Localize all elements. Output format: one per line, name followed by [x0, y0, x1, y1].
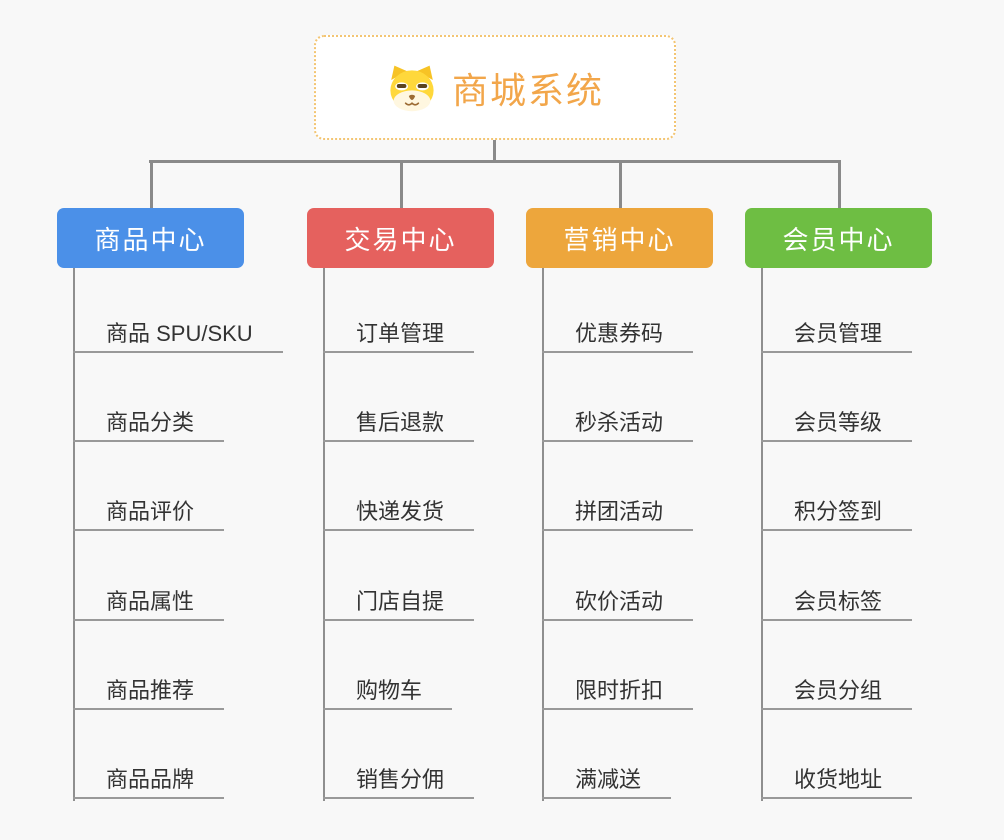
branch-label: 营销中心 — [563, 224, 676, 255]
connector-branch-stub — [150, 160, 153, 208]
mindmap-item[interactable]: 秒杀活动 — [542, 409, 694, 442]
mindmap-item[interactable]: 销售分佣 — [323, 766, 475, 799]
mindmap-item[interactable]: 优惠券码 — [542, 320, 694, 353]
mindmap-item[interactable]: 商品评价 — [73, 498, 225, 531]
branch-box[interactable]: 会员中心 — [745, 208, 932, 268]
mindmap-item[interactable]: 商品分类 — [73, 409, 225, 442]
mindmap-item[interactable]: 积分签到 — [761, 498, 913, 531]
mindmap-item[interactable]: 门店自提 — [323, 588, 475, 621]
mindmap-item[interactable]: 订单管理 — [323, 320, 475, 353]
mindmap-item[interactable]: 满减送 — [542, 766, 672, 799]
mindmap-item[interactable]: 商品属性 — [73, 588, 225, 621]
branch-items-line — [73, 268, 75, 801]
branch-items-line — [542, 268, 544, 801]
connector-branch-stub — [838, 160, 841, 208]
mindmap-item[interactable]: 收货地址 — [761, 766, 913, 799]
mindmap-item[interactable]: 商品推荐 — [73, 677, 225, 710]
branch-box[interactable]: 交易中心 — [307, 208, 494, 268]
mindmap-item[interactable]: 售后退款 — [323, 409, 475, 442]
mindmap-item[interactable]: 会员管理 — [761, 320, 913, 353]
connector-branch-stub — [400, 160, 403, 208]
mindmap-item[interactable]: 会员标签 — [761, 588, 913, 621]
root-node[interactable]: 商城系统 — [314, 35, 676, 140]
branch-items-line — [323, 268, 325, 801]
mindmap-item[interactable]: 限时折扣 — [542, 677, 694, 710]
mindmap-item[interactable]: 快递发货 — [323, 498, 475, 531]
connector-root-stub — [493, 138, 496, 162]
mindmap-item[interactable]: 购物车 — [323, 677, 453, 710]
mindmap-item[interactable]: 商品 SPU/SKU — [73, 320, 283, 353]
branch-label: 交易中心 — [344, 224, 457, 255]
connector-trunk — [149, 160, 840, 163]
mindmap-item[interactable]: 会员分组 — [761, 677, 913, 710]
mindmap-item[interactable]: 砍价活动 — [542, 588, 694, 621]
mindmap-item[interactable]: 拼团活动 — [542, 498, 694, 531]
branch-label: 会员中心 — [782, 224, 895, 255]
mindmap-item[interactable]: 商品品牌 — [73, 766, 225, 799]
mindmap-item[interactable]: 会员等级 — [761, 409, 913, 442]
branch-box[interactable]: 营销中心 — [526, 208, 713, 268]
branch-box[interactable]: 商品中心 — [57, 208, 244, 268]
connector-branch-stub — [619, 160, 622, 208]
root-title: 商城系统 — [451, 69, 604, 111]
branch-label: 商品中心 — [94, 224, 207, 255]
branch-items-line — [761, 268, 763, 801]
dog-face-icon — [386, 64, 438, 112]
